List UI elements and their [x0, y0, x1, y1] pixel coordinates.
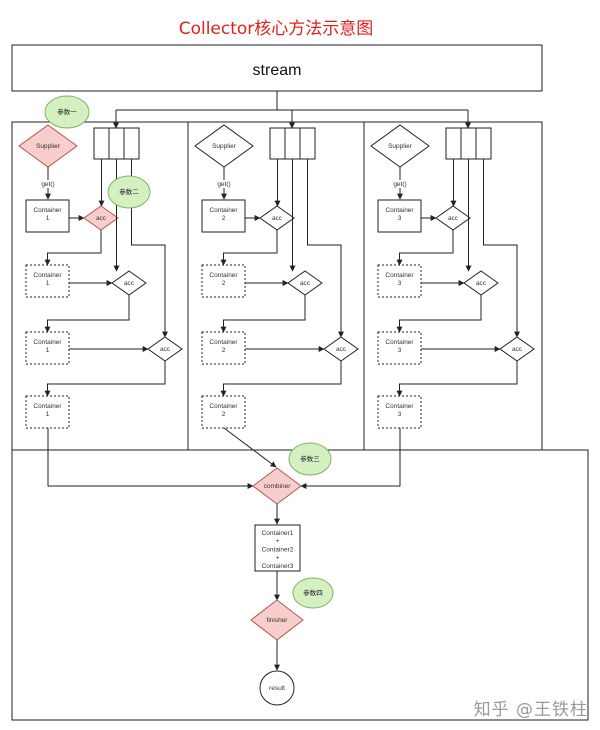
combine-connectors [47, 427, 401, 671]
container-node [25, 395, 70, 429]
acc-label: acc [336, 346, 347, 353]
acc-label: acc [160, 346, 171, 353]
finisher-node [250, 599, 304, 641]
param-label-1: 参数一 [57, 107, 77, 116]
param-label-3: 参数三 [300, 454, 320, 463]
acc-label: acc [300, 280, 311, 287]
result-node [259, 670, 295, 706]
get-label: get() [41, 181, 54, 188]
acc-label: acc [448, 215, 459, 222]
result-label: result [269, 685, 285, 692]
finisher-label: finisher [267, 617, 289, 624]
combined-line: Container3 [262, 563, 294, 570]
param-bubble-4 [292, 577, 334, 609]
supplier-label: Supplier [36, 143, 61, 150]
diagram-title: Collector核心方法示意图 [178, 19, 374, 39]
acc-label: acc [96, 215, 107, 222]
supplier-label: Supplier [212, 143, 237, 150]
stream-element [123, 127, 140, 160]
get-label: get() [393, 181, 406, 188]
stream-element [108, 127, 125, 160]
stream-label: stream [253, 62, 302, 79]
stream-box [11, 44, 543, 92]
combined-line: + [276, 555, 280, 562]
param-label-2: 参数二 [119, 187, 139, 196]
param-label-4: 参数四 [303, 588, 323, 597]
combiner-node [252, 467, 302, 505]
stream-connectors [113, 91, 471, 129]
container-node [201, 331, 246, 365]
combined-container-label: Container1+Container2+Container3 [262, 530, 294, 570]
watermark: 知乎 @王铁柱 [473, 700, 588, 720]
combined-container [254, 524, 301, 572]
acc-label: acc [124, 280, 135, 287]
container-node [25, 199, 70, 233]
combined-line: + [276, 538, 280, 545]
stream-element [460, 127, 477, 160]
container-node [377, 199, 422, 233]
param-bubble-3 [288, 442, 332, 476]
container-node [201, 199, 246, 233]
stream-element [475, 127, 492, 160]
param-bubble-1 [44, 95, 90, 129]
acc-label: acc [272, 215, 283, 222]
combined-line: Container2 [262, 546, 294, 553]
param-bubble-2 [107, 175, 151, 209]
stream-element [445, 127, 462, 160]
container-node [201, 395, 246, 429]
container-node [201, 264, 246, 298]
stream-element [299, 127, 316, 160]
supplier-label: Supplier [388, 143, 413, 150]
combiner-label: combiner [264, 483, 292, 490]
stream-element [93, 127, 110, 160]
container-node [377, 264, 422, 298]
stream-element [284, 127, 301, 160]
get-label: get() [217, 181, 230, 188]
combined-line: Container1 [262, 530, 294, 537]
acc-label: acc [512, 346, 523, 353]
stream-element [269, 127, 286, 160]
acc-label: acc [476, 280, 487, 287]
